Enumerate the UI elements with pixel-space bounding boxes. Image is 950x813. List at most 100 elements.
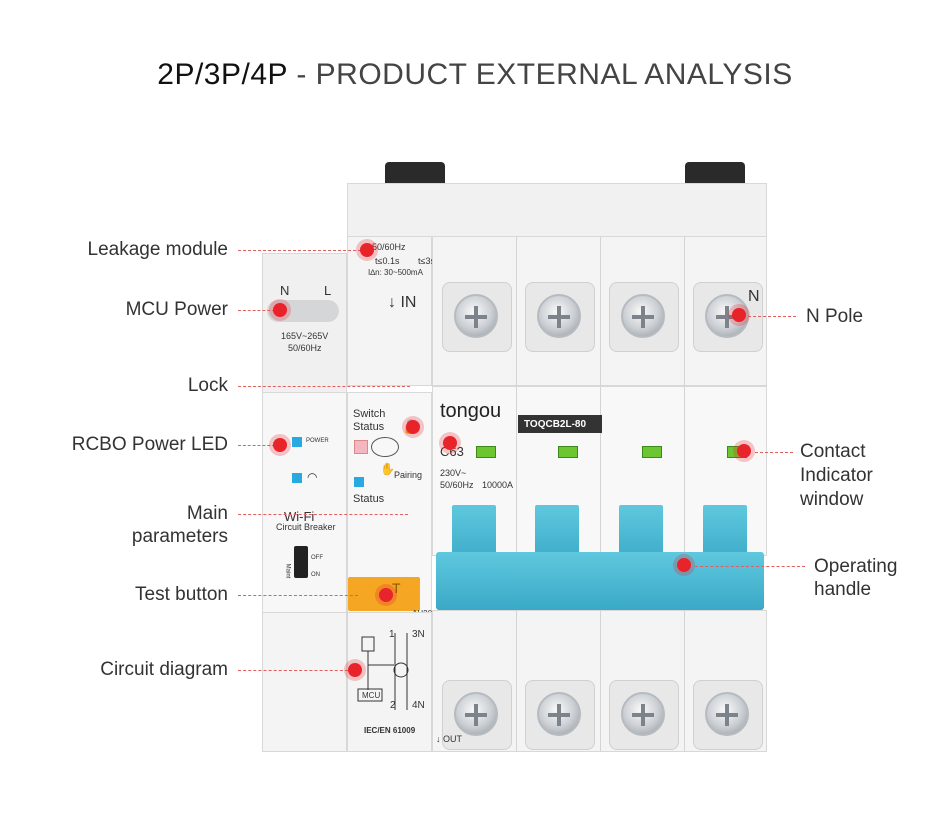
marker-contact (737, 444, 751, 458)
hand-icon: ✋ (380, 462, 395, 476)
leader-contact (755, 452, 793, 453)
screw-icon (537, 294, 581, 338)
marker-leakage (360, 243, 374, 257)
circuit-diagram (357, 633, 409, 710)
divider (600, 387, 601, 555)
label-mcu-power: MCU Power (125, 299, 228, 320)
top-cap (347, 183, 767, 239)
divider (684, 237, 685, 385)
leader-test (238, 595, 358, 596)
divider (516, 611, 517, 751)
leakage-top (347, 236, 432, 386)
label-handle-2: handle (814, 579, 872, 600)
marker-npole (732, 308, 746, 322)
mcu-power-module (262, 253, 347, 393)
label-test-button: Test button (135, 584, 228, 605)
operating-handle-bar[interactable] (436, 552, 764, 610)
model-plate (518, 415, 602, 433)
leader-circuit (238, 670, 348, 671)
din-hook-right (685, 162, 745, 186)
terminal-1-bottom (442, 680, 512, 750)
switch-led (354, 440, 368, 454)
screw-icon (537, 692, 581, 736)
screw-icon (621, 692, 665, 736)
label-contact-2: Indicator (800, 465, 873, 486)
terminal-2-top (525, 282, 595, 352)
leader-mcu (238, 310, 280, 311)
power-led (292, 437, 302, 447)
marker-rcbo (273, 438, 287, 452)
terminal-3-bottom (609, 680, 679, 750)
label-rcbo-led: RCBO Power LED (71, 434, 228, 455)
din-hook-left (385, 162, 445, 186)
pairing-button[interactable] (371, 437, 399, 457)
circuit-1: 1 (389, 629, 395, 640)
out-label: ↓ OUT (436, 734, 463, 744)
switch-label-2: Status (353, 421, 385, 433)
spec-break: 10000A (482, 480, 514, 490)
power-text: POWER (306, 438, 329, 444)
cb-text: Circuit Breaker (276, 522, 336, 532)
circuit-3n: 3N (412, 629, 425, 640)
label-n-pole: N Pole (806, 306, 864, 327)
n-pole-mark: N (748, 288, 760, 305)
circuit-module (347, 612, 432, 752)
iec-text: IEC/EN 61009 (364, 726, 416, 735)
screw-icon (454, 294, 498, 338)
screw-icon (705, 692, 749, 736)
wifi-led (292, 473, 302, 483)
divider (516, 237, 517, 385)
maint-text: Maint (284, 563, 291, 579)
wifi-title: Wi-Fi (284, 509, 315, 524)
leader-leakage (238, 250, 366, 251)
model-text: TOQCB2L-80 (524, 419, 587, 430)
label-leakage-module: Leakage module (87, 239, 229, 260)
divider (684, 611, 685, 751)
switch-label-1: Switch (353, 408, 386, 420)
label-main-1: Main (186, 503, 228, 524)
screw-icon (454, 692, 498, 736)
label-contact-3: window (800, 489, 864, 510)
spec-freq: 50/60Hz (440, 480, 474, 490)
out-text: OUT (443, 734, 463, 744)
test-t-label: T (392, 580, 401, 596)
leader-main (238, 514, 408, 515)
marker-handle (677, 558, 691, 572)
page-title: 2P/3P/4P - PRODUCT EXTERNAL ANALYSIS (0, 58, 950, 92)
title-variants: 2P/3P/4P (157, 58, 288, 91)
contact-window-2 (558, 446, 578, 458)
title-text: PRODUCT EXTERNAL ANALYSIS (315, 58, 793, 91)
label-handle-1: Operating (814, 556, 898, 577)
label-circuit-diagram: Circuit diagram (100, 659, 228, 680)
marker-lock (406, 420, 420, 434)
marker-mcu (273, 303, 287, 317)
terminal-1-top (442, 282, 512, 352)
brand-logo: tongou (440, 400, 502, 422)
circuit-4n: 4N (412, 700, 425, 711)
label-main-2: parameters (131, 526, 228, 547)
freq-text: 50/60Hz (372, 242, 406, 252)
leader-npole (748, 316, 796, 317)
spec-volt: 230V~ (440, 468, 467, 478)
mcu-voltage: 165V~265V (281, 331, 329, 341)
wifi-module (262, 392, 347, 614)
trip-time-2: t≤3s (418, 256, 435, 266)
contact-window-1 (476, 446, 496, 458)
status-text: Status (353, 493, 385, 505)
status-led (354, 477, 364, 487)
mcu-n-label: N (280, 283, 290, 298)
terminal-4-bottom (693, 680, 763, 750)
maint-switch[interactable] (294, 546, 308, 578)
bottom-left-module (262, 612, 347, 752)
leak-current: I∆n: 30~500mA (368, 268, 423, 277)
on-text: ON (311, 572, 320, 578)
divider (600, 237, 601, 385)
off-text: OFF (311, 555, 323, 561)
divider (516, 387, 517, 555)
wifi-icon: ◠ (307, 470, 318, 484)
leader-lock (238, 386, 410, 387)
in-label: ↓ IN (388, 294, 417, 311)
label-contact-1: Contact (800, 441, 866, 462)
in-text: IN (400, 294, 417, 311)
leader-handle (695, 566, 805, 567)
